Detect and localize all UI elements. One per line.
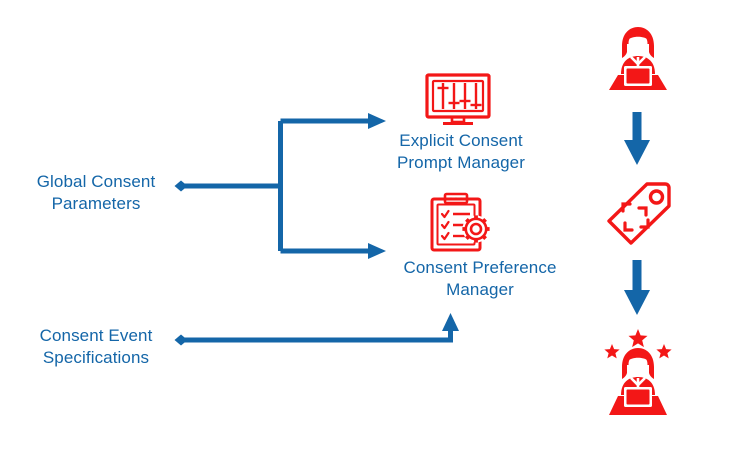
label-consent-event-specifications: Consent Event Specifications xyxy=(39,326,153,367)
connector-tag-to-satisfied-user-arrow xyxy=(624,260,650,315)
connector-branch-to-preference-manager xyxy=(280,243,386,259)
diamond-marker-icon xyxy=(174,180,188,192)
clipboard-checklist-gear-icon xyxy=(428,192,500,254)
label-explicit-consent-prompt-manager: Explicit Consent Prompt Manager xyxy=(396,131,525,172)
person-laptop-icon xyxy=(597,24,679,94)
arrow-head-icon xyxy=(368,113,386,129)
connector-event-specs-to-preference-manager xyxy=(174,313,459,346)
person-laptop-stars-icon xyxy=(590,327,686,419)
tag-scan-icon xyxy=(601,179,675,249)
arrow-head-icon xyxy=(624,140,650,165)
connector-global-params-to-branch xyxy=(174,180,280,192)
label-global-consent-parameters: Global Consent Parameters xyxy=(36,172,156,213)
connector-user-to-tag-arrow xyxy=(624,112,650,165)
label-consent-preference-manager: Consent Preference Manager xyxy=(403,258,557,299)
monitor-sliders-icon xyxy=(424,73,496,127)
diamond-marker-icon xyxy=(174,334,188,346)
arrow-head-icon xyxy=(624,290,650,315)
arrow-head-icon xyxy=(442,313,459,331)
arrow-head-icon xyxy=(368,243,386,259)
connector-branch-to-explicit-consent xyxy=(280,113,386,129)
